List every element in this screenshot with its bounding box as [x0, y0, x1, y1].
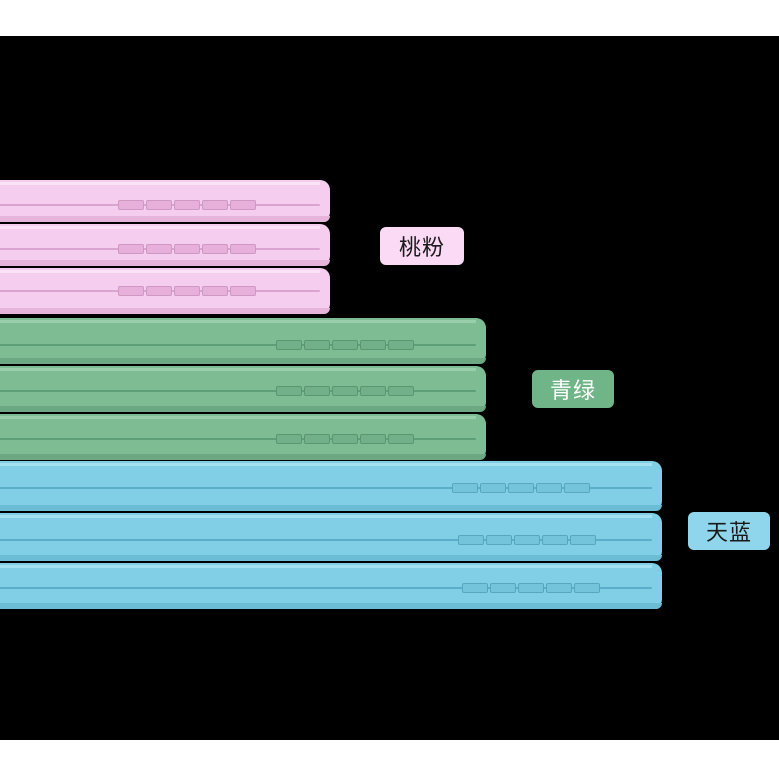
color-label-pink-text: 桃粉 [398, 236, 445, 261]
plate-edge [0, 454, 486, 460]
plate-highlight [0, 463, 652, 466]
plate-groove [0, 344, 476, 346]
pink-plate-2 [0, 224, 330, 266]
vent-slots [118, 200, 256, 210]
green-plate-3 [0, 414, 486, 460]
plate-edge [0, 505, 662, 511]
blue-plate-1 [0, 461, 662, 511]
vent-slots [118, 244, 256, 254]
vent-slots [276, 434, 414, 444]
color-label-green: 青绿 [532, 370, 614, 408]
color-label-blue: 天蓝 [688, 512, 770, 550]
color-label-blue-text: 天蓝 [705, 521, 752, 546]
vent-slots [276, 340, 414, 350]
plate-groove [0, 539, 652, 541]
plate-edge [0, 555, 662, 561]
green-plate-1 [0, 318, 486, 364]
vent-slots [458, 535, 596, 545]
blue-plate-3 [0, 563, 662, 609]
plate-edge [0, 216, 330, 222]
plate-edge [0, 406, 486, 412]
blue-plate-2 [0, 513, 662, 561]
plate-groove [0, 390, 476, 392]
plate-highlight [0, 565, 652, 568]
plate-highlight [0, 515, 652, 518]
plate-edge [0, 603, 662, 609]
color-label-green-text: 青绿 [549, 379, 596, 404]
vent-slots [276, 386, 414, 396]
color-label-pink: 桃粉 [380, 227, 464, 265]
plate-highlight [0, 182, 320, 185]
product-photo-stage: 桃粉 青绿 天蓝 [0, 36, 779, 740]
green-plate-2 [0, 366, 486, 412]
vent-slots [462, 583, 600, 593]
vent-slots [118, 286, 256, 296]
plate-groove [0, 487, 652, 489]
plate-groove [0, 587, 652, 589]
vent-slots [452, 483, 590, 493]
plate-edge [0, 358, 486, 364]
plate-highlight [0, 226, 320, 229]
plate-edge [0, 260, 330, 266]
pink-plate-1 [0, 180, 330, 222]
plate-groove [0, 438, 476, 440]
plate-highlight [0, 416, 476, 419]
plate-highlight [0, 320, 476, 323]
plate-edge [0, 308, 330, 314]
plate-highlight [0, 368, 476, 371]
plate-highlight [0, 270, 320, 273]
pink-plate-3 [0, 268, 330, 314]
